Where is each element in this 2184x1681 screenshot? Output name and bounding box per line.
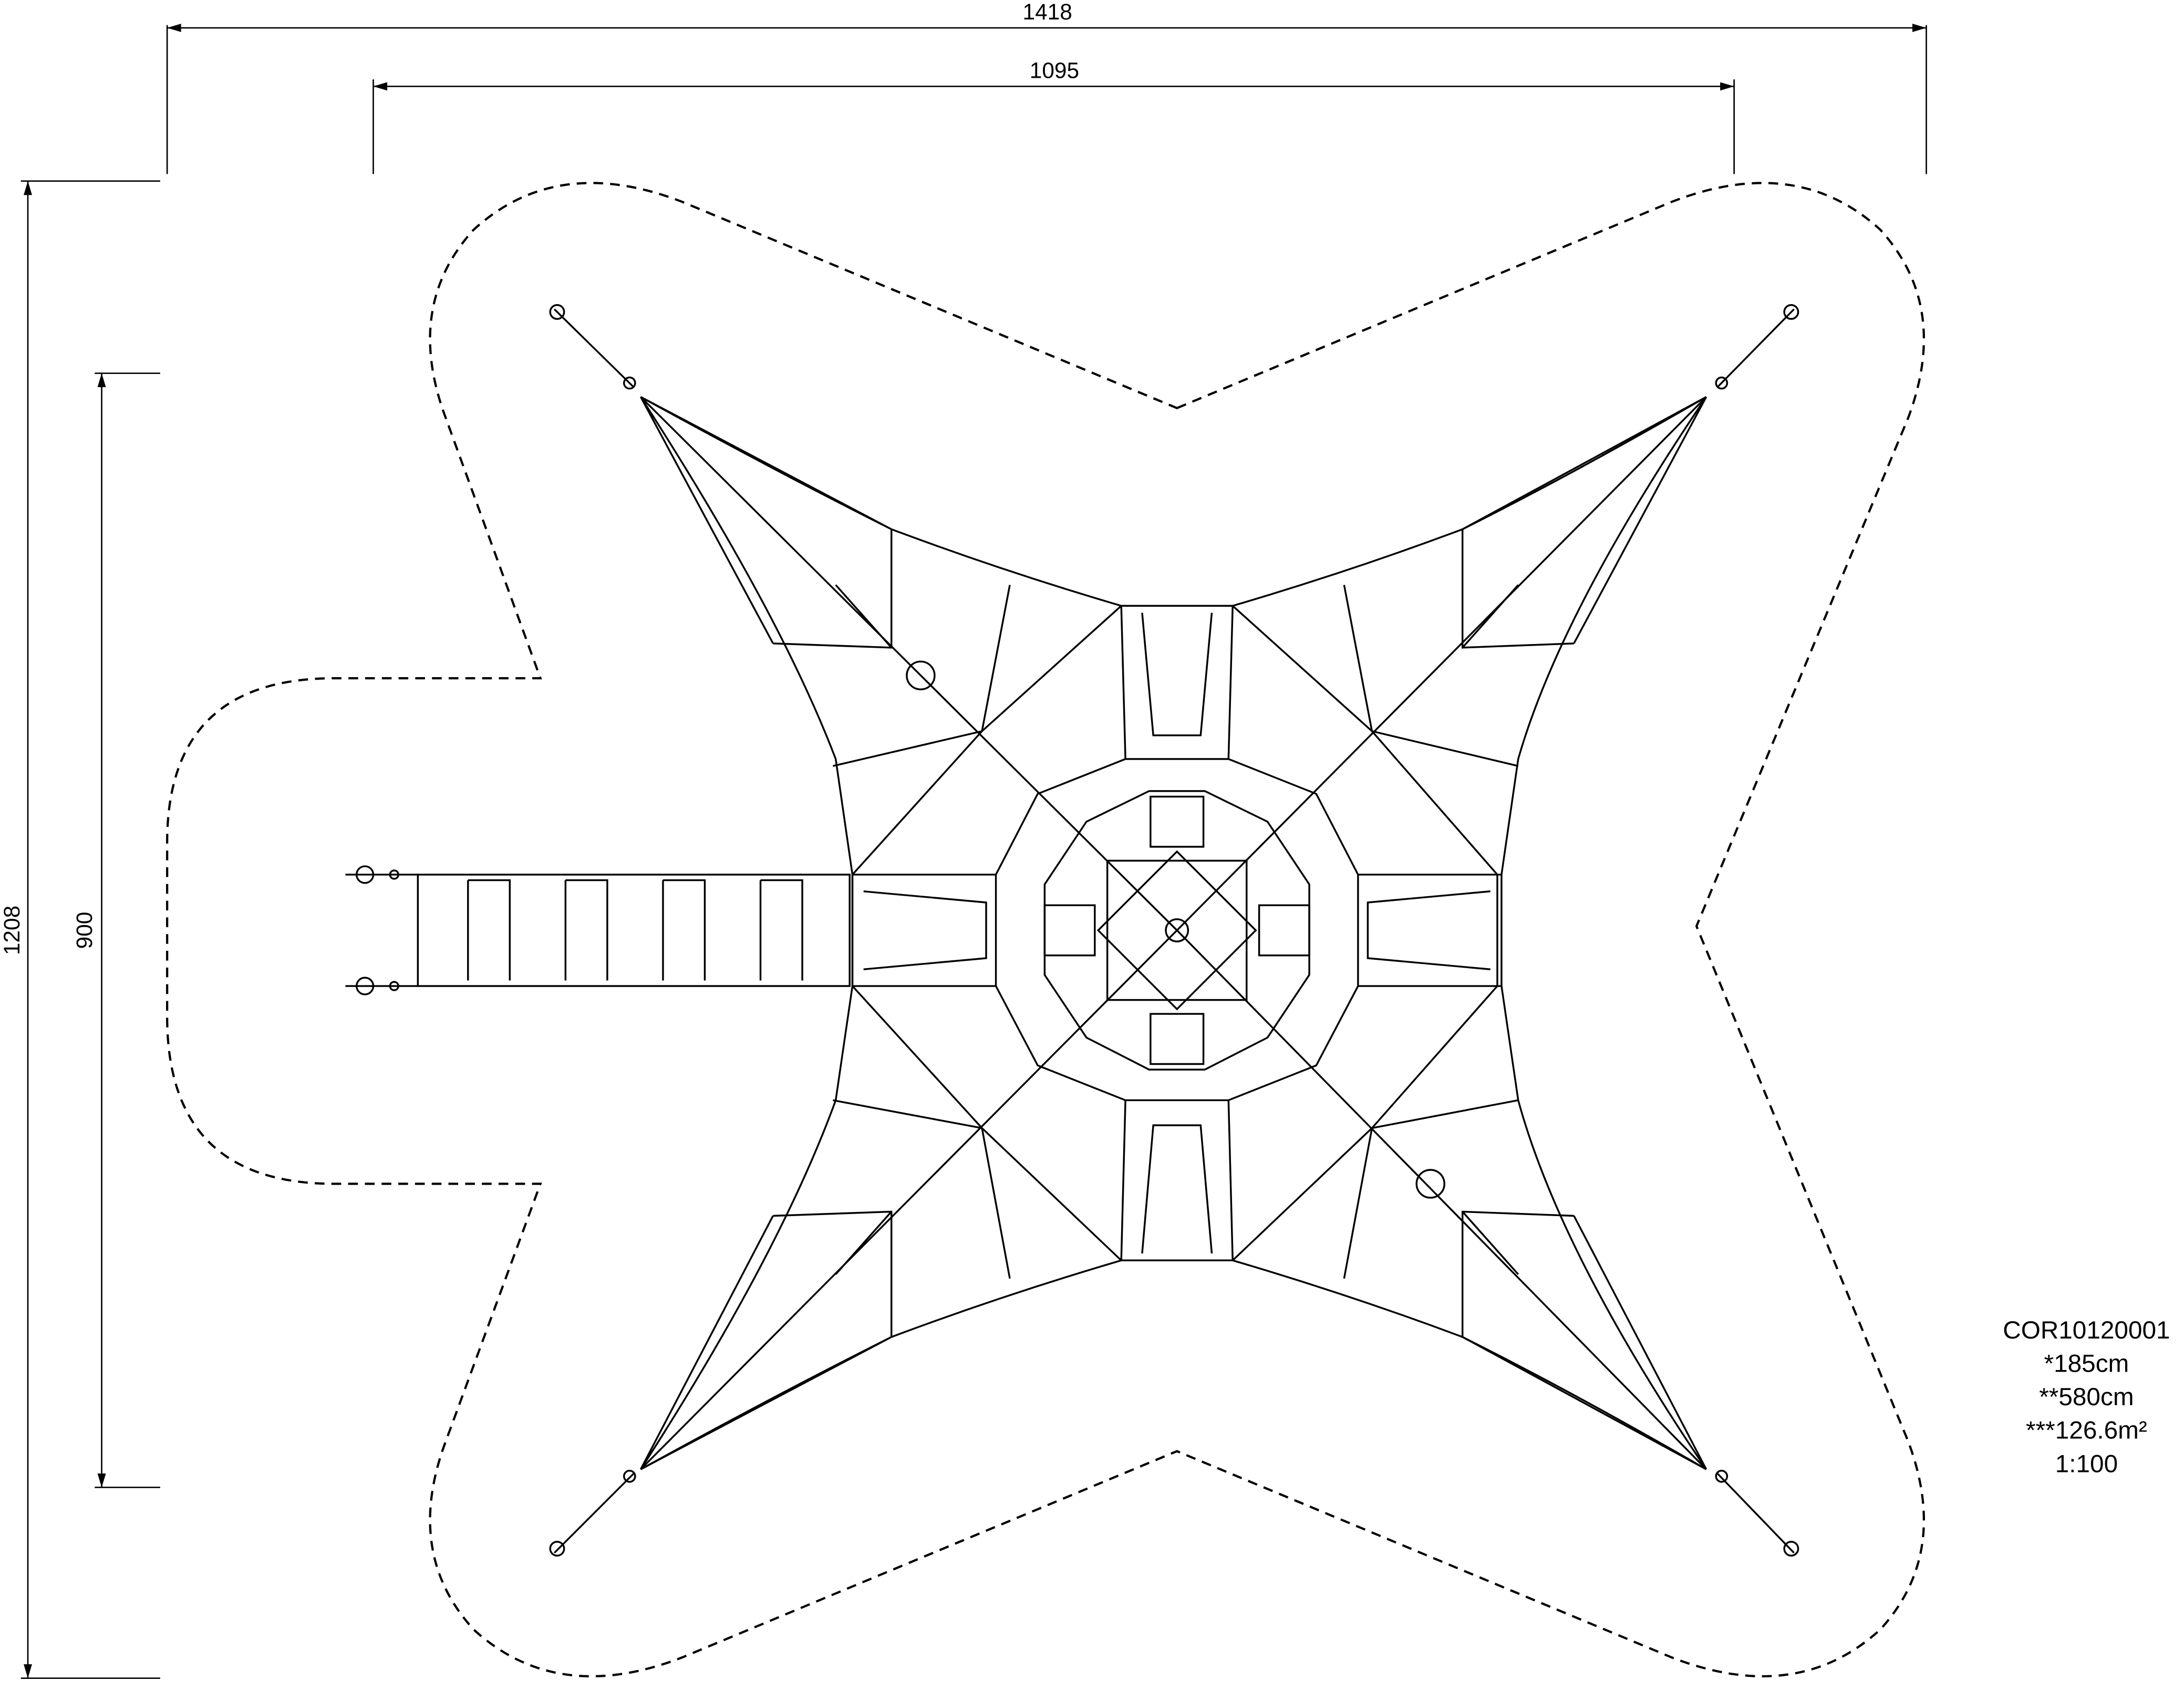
overall-width-label: 1418 bbox=[1022, 0, 1072, 24]
safety-zone-outline bbox=[166, 182, 1926, 1678]
dimension-net-width: 1095 bbox=[372, 58, 1735, 174]
rope-ladder bbox=[345, 865, 851, 995]
product-length: **580cm bbox=[2039, 1383, 2134, 1411]
dimension-overall-height: 1208 bbox=[0, 180, 160, 1679]
net-width-label: 1095 bbox=[1030, 58, 1079, 82]
product-area: ***126.6m² bbox=[2026, 1417, 2147, 1445]
product-height: *185cm bbox=[2044, 1350, 2129, 1377]
product-code: COR10120001 bbox=[2003, 1316, 2170, 1344]
dimension-net-height: 900 bbox=[72, 372, 160, 1488]
spider-net-structure bbox=[640, 396, 1707, 1470]
anchor-posts bbox=[549, 304, 1799, 1557]
dimension-overall-width: 1418 bbox=[166, 0, 1927, 174]
drawing-scale: 1:100 bbox=[2055, 1450, 2118, 1478]
net-height-label: 900 bbox=[72, 912, 97, 949]
product-info-block: COR10120001 *185cm **580cm ***126.6m² 1:… bbox=[2003, 1316, 2170, 1478]
overall-height-label: 1208 bbox=[0, 906, 24, 955]
